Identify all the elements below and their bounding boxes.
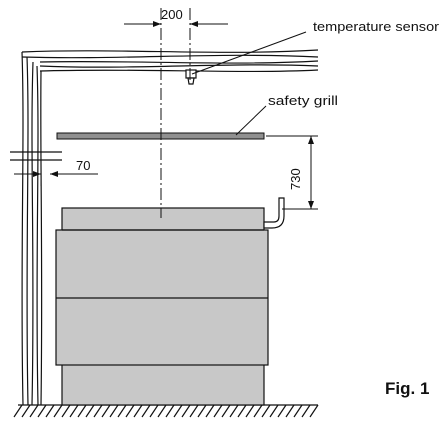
- floor-hatch-line: [285, 404, 295, 418]
- ceiling-beam: [21, 49, 319, 73]
- floor-hatch-line: [277, 404, 287, 418]
- floor-hatch-line: [125, 404, 135, 418]
- figure-label: Fig. 1: [385, 379, 429, 398]
- floor: [13, 404, 319, 418]
- floor-hatch-line: [85, 404, 95, 418]
- floor-hatch-line: [77, 404, 87, 418]
- floor-hatch-line: [109, 404, 119, 418]
- floor-hatch-line: [173, 404, 183, 418]
- floor-hatch-line: [189, 404, 199, 418]
- floor-hatch-line: [101, 404, 111, 418]
- floor-hatch-line: [261, 404, 271, 418]
- grill-height-label: 730: [288, 168, 303, 190]
- wall-clearance-label: 70: [76, 158, 90, 173]
- floor-hatch-line: [13, 404, 23, 418]
- floor-hatch-line: [61, 404, 71, 418]
- temperature-sensor-icon: [185, 69, 197, 85]
- floor-hatch-line: [21, 404, 31, 418]
- floor-hatch-line: [229, 404, 239, 418]
- floor-hatch-line: [69, 404, 79, 418]
- sauna-stove: [55, 207, 269, 406]
- floor-hatch-line: [293, 404, 303, 418]
- wall-clearance-dimension: [14, 163, 98, 186]
- floor-hatch-line: [205, 404, 215, 418]
- floor-hatch-line: [45, 404, 55, 418]
- floor-hatch-line: [165, 404, 175, 418]
- floor-hatch-line: [181, 404, 191, 418]
- sensor-offset-label: 200: [161, 7, 183, 22]
- floor-hatch-line: [221, 404, 231, 418]
- floor-hatch-line: [269, 404, 279, 418]
- stove-pipe: [263, 197, 285, 229]
- floor-hatch-line: [197, 404, 207, 418]
- safety-grill-leader: [235, 105, 267, 136]
- temperature-sensor-leader: [191, 31, 307, 75]
- floor-hatch-line: [93, 404, 103, 418]
- floor-hatch-line: [253, 404, 263, 418]
- safety-grill-label: safety grill: [268, 93, 338, 108]
- floor-hatch-line: [133, 404, 143, 418]
- temperature-sensor-label: temperature sensor: [313, 19, 440, 34]
- floor-hatch-line: [117, 404, 127, 418]
- floor-hatch-line: [309, 404, 319, 418]
- floor-hatch-line: [237, 404, 247, 418]
- sensor-offset-dimension: [124, 8, 228, 82]
- floor-hatch-line: [149, 404, 159, 418]
- floor-hatch-line: [37, 404, 47, 418]
- floor-hatch-line: [53, 404, 63, 418]
- floor-hatch-line: [141, 404, 151, 418]
- floor-hatch-line: [301, 404, 311, 418]
- floor-hatch-line: [29, 404, 39, 418]
- grill-height-dimension: [266, 135, 318, 210]
- wall: [10, 51, 62, 406]
- floor-hatch-line: [213, 404, 223, 418]
- floor-hatch-line: [245, 404, 255, 418]
- floor-hatch-line: [157, 404, 167, 418]
